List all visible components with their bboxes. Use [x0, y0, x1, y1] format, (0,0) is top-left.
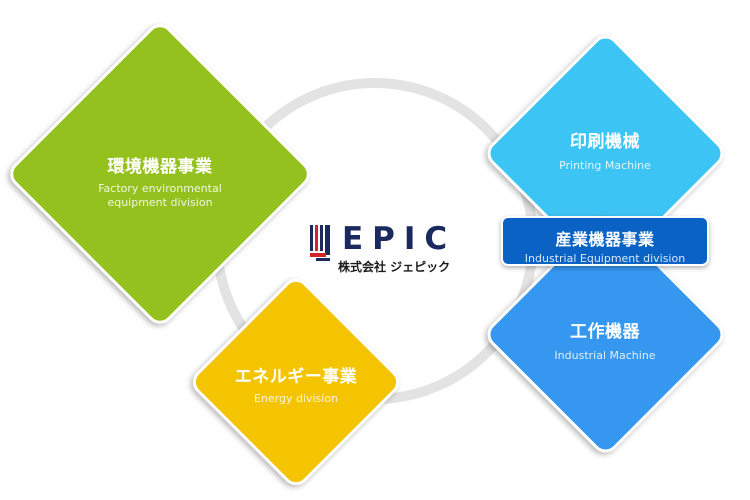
industrial-equipment-banner[interactable]: 産業機器事業 Industrial Equipment division	[501, 216, 709, 266]
factory-title: 環境機器事業	[107, 157, 213, 177]
energy-label: エネルギー事業 Energy division	[215, 367, 377, 406]
epic-logo: EPIC 株式会社 ジェピック	[308, 221, 478, 274]
epic-logo-wordmark: EPIC	[342, 221, 457, 257]
epic-logo-mark	[310, 225, 330, 261]
energy-subtitle: Energy division	[253, 391, 339, 405]
factory-subtitle-line2: equipment division	[107, 195, 213, 209]
printing-label: 印刷機械 Printing Machine	[525, 132, 685, 173]
factory-subtitle-line1: Factory environmental	[98, 181, 222, 195]
epic-logo-company-name: 株式会社 ジェピック	[338, 260, 451, 274]
industrial-machine-title: 工作機器	[570, 322, 640, 342]
printing-title: 印刷機械	[570, 132, 640, 152]
industrial-equipment-subtitle: Industrial Equipment division	[524, 252, 686, 265]
industrial-machine-label: 工作機器 Industrial Machine	[525, 322, 685, 363]
industrial-machine-subtitle: Industrial Machine	[554, 348, 656, 362]
industrial-equipment-title: 産業機器事業	[555, 230, 655, 249]
factory-label: 環境機器事業 Factory environmental equipment d…	[70, 157, 250, 210]
energy-title: エネルギー事業	[234, 367, 358, 387]
printing-subtitle: Printing Machine	[559, 158, 651, 172]
